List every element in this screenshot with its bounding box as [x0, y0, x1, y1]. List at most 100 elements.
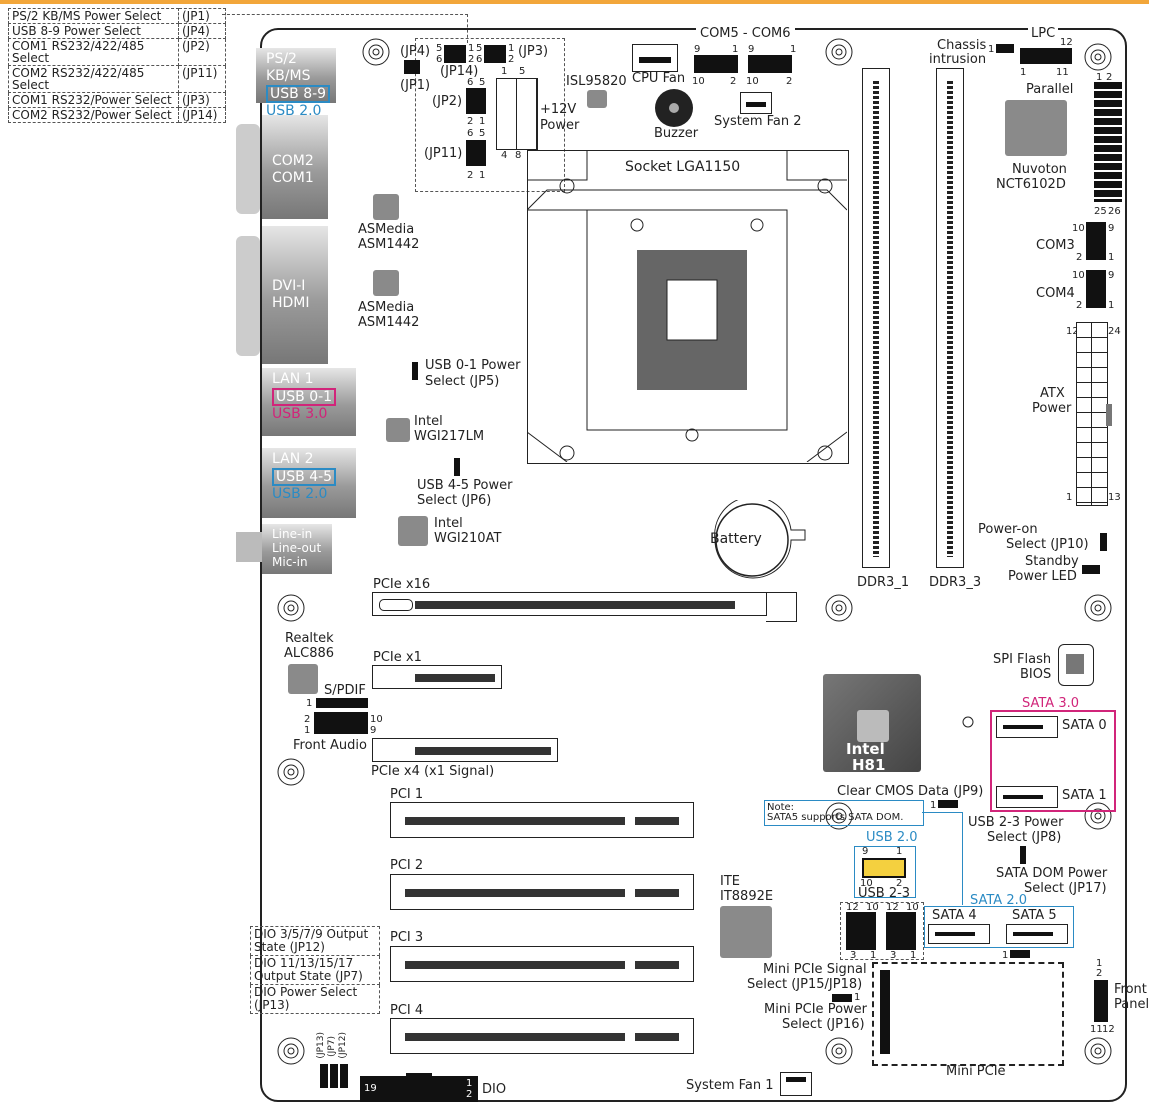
spdif-header — [316, 698, 368, 708]
com5-header — [694, 55, 738, 73]
bios-label: BIOS — [1020, 667, 1052, 682]
jp12-header — [340, 1064, 348, 1088]
pin-label: 10 — [906, 902, 919, 913]
pin-label: 6 — [436, 54, 443, 65]
pin-label: 2 — [896, 878, 903, 889]
pin-label: 1 — [479, 170, 486, 181]
pin-label: 1 — [1066, 492, 1073, 503]
mounting-hole-icon — [277, 758, 305, 786]
pin-label: 11 — [1090, 1024, 1103, 1035]
pin-label: 1 — [479, 116, 486, 127]
dio-table: DIO 3/5/7/9 Output State (JP12) DIO 11/1… — [250, 926, 380, 1014]
ps2-usb89-port: PS/2 KB/MS USB 8-9 USB 2.0 — [256, 48, 336, 119]
pin-label: 9 — [370, 725, 377, 736]
asm-label: ASM1442 — [358, 315, 420, 330]
usb23-power-label: USB 2-3 Power — [968, 815, 1064, 830]
cpu-fan-label: CPU Fan — [632, 71, 686, 86]
nct-label: NCT6102D — [996, 177, 1066, 192]
audio-jack-shell — [236, 532, 262, 562]
line-out-label: Line-out — [272, 541, 322, 555]
jp8-header — [1020, 846, 1026, 864]
front-panel-header — [1094, 980, 1108, 1022]
ite-chip — [720, 906, 772, 958]
jp6-header — [454, 458, 460, 476]
pin-label: 1 — [508, 43, 515, 54]
pin-label: 11 — [1056, 67, 1069, 78]
audio-jacks: Line-in Line-out Mic-in — [262, 524, 332, 574]
mounting-hole-icon — [362, 38, 390, 66]
pin-label: 1 — [1108, 252, 1115, 263]
jumper-id: (JP2) — [178, 38, 226, 66]
pin-label: 1 — [1096, 958, 1103, 969]
pin-label: 6 — [467, 77, 474, 88]
com3-label: COM3 — [1036, 238, 1075, 253]
hdmi-label: HDMI — [272, 295, 310, 311]
pin-label: 1 — [896, 846, 903, 857]
jp11-label: (JP11) — [424, 146, 463, 161]
mini-pcie-label: Mini PCIe — [946, 1064, 1006, 1079]
mounting-hole-icon — [277, 594, 305, 622]
atx-power-label: Power — [1032, 401, 1072, 416]
mini-pcie-hole-icon — [962, 716, 974, 728]
mini-pcie-signal-box — [840, 902, 924, 960]
standby-label: Standby — [1025, 554, 1079, 569]
pcie4-slot — [372, 738, 558, 762]
jp18-header — [886, 912, 916, 950]
ite-label: ITE — [720, 874, 740, 889]
intel-chip-label: Intel — [846, 740, 885, 758]
pin-label: 1 — [790, 44, 797, 55]
lpc-label: LPC — [1028, 26, 1059, 41]
pin-label: 12 — [1060, 37, 1073, 48]
wgi217-label: WGI217LM — [414, 429, 485, 444]
pin-label: 12 — [846, 902, 859, 913]
jumper-id: (JP3) — [178, 92, 226, 108]
spi-bios-chip — [1058, 644, 1094, 686]
mini-pcie-signal-label: Mini PCIe Signal — [763, 962, 867, 977]
power-on-label: Power-on — [978, 522, 1038, 537]
jp2-label: (JP2) — [432, 94, 463, 109]
jp2-header — [466, 88, 486, 114]
jumper-name: COM2 RS232/422/485 Select — [8, 65, 179, 93]
pin-label: 5 — [479, 128, 486, 139]
jp11-header — [466, 140, 486, 166]
socket-frame — [527, 150, 847, 462]
com4-header — [1086, 270, 1106, 308]
front-label: Front — [1114, 982, 1147, 997]
pin-label: 2 — [786, 76, 793, 87]
pin-label: 2 — [468, 54, 475, 65]
clear-cmos-label: Clear CMOS Data (JP9) — [837, 784, 984, 799]
pcie1-label: PCIe x1 — [373, 650, 422, 665]
battery-label: Battery — [710, 531, 762, 547]
atx-label: ATX — [1040, 386, 1065, 401]
jp16-header — [832, 994, 852, 1002]
sata1-connector — [996, 786, 1058, 808]
pin-label: 9 — [862, 846, 869, 857]
usb01-select-label: Select (JP5) — [425, 374, 500, 389]
nuvoton-label: Nuvoton — [1012, 162, 1067, 177]
sata0-connector — [996, 716, 1058, 738]
ddr3-3-slot — [936, 68, 964, 568]
mounting-hole-icon — [825, 1037, 853, 1065]
pin-label: 1 — [732, 44, 739, 55]
pci1-label: PCI 1 — [390, 787, 424, 802]
standby-led — [1082, 565, 1100, 574]
mounting-hole-icon — [1084, 594, 1112, 622]
sata-dom-select-label: Select (JP17) — [1024, 881, 1107, 896]
spi-label: SPI Flash — [993, 652, 1052, 667]
pin-label: 26 — [1108, 206, 1121, 217]
intrusion-label: intrusion — [929, 52, 987, 67]
isl95820-chip — [587, 90, 607, 108]
jp3-label: (JP3) — [518, 44, 549, 59]
system-fan1-label: System Fan 1 — [686, 1078, 774, 1093]
h81-label: H81 — [852, 756, 886, 774]
pcie4-label: PCIe x4 (x1 Signal) — [371, 764, 495, 779]
pin-label: 1 — [304, 725, 311, 736]
power-on-select-label: Select (JP10) — [1006, 537, 1089, 552]
pcie16-latch — [766, 592, 797, 622]
sata30-label: SATA 3.0 — [1022, 696, 1080, 711]
pin-label: 2 — [466, 1089, 473, 1100]
jp13-vertical-label: (JP13) — [316, 1032, 326, 1059]
note-label: Note: — [767, 802, 795, 813]
parallel-header — [1094, 82, 1122, 202]
jumper-name: COM2 RS232/Power Select — [8, 107, 179, 123]
